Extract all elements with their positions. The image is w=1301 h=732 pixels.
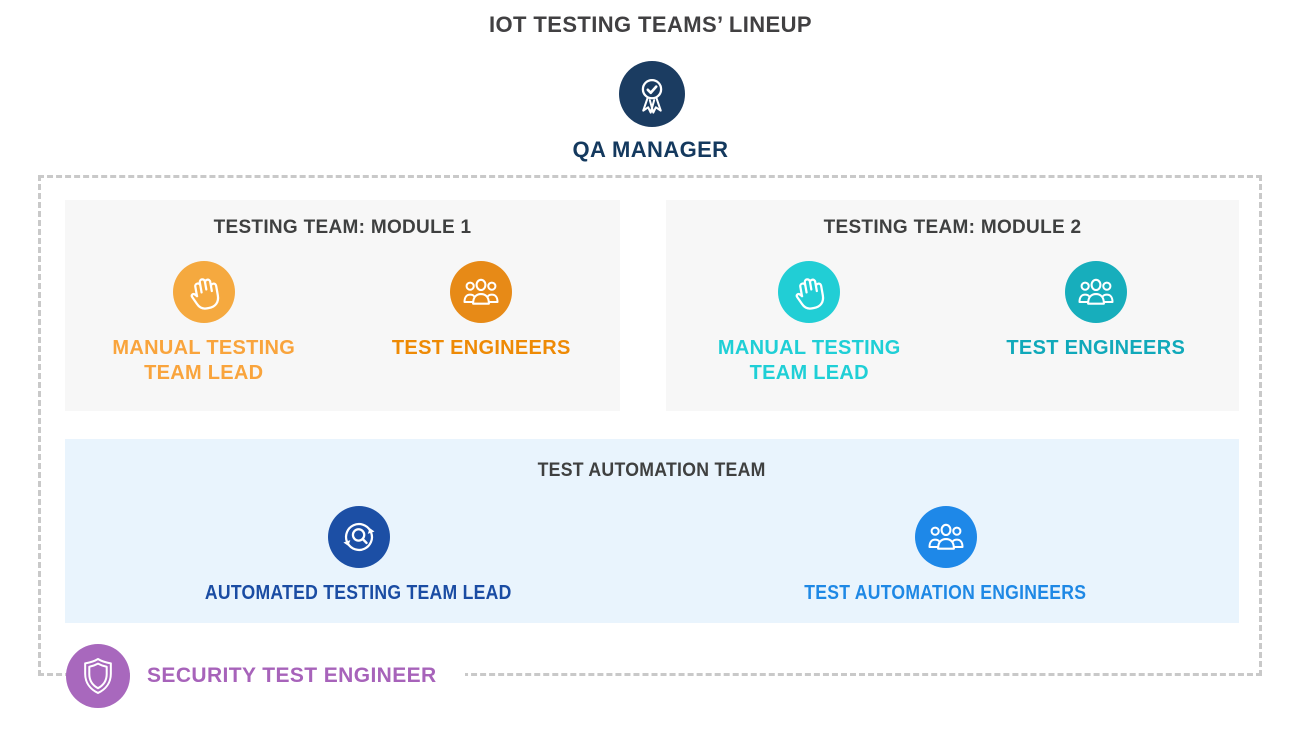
members-row: MANUAL TESTING TEAM LEAD TEST ENGINEERS [666,261,1239,386]
member-role-label: TEST ENGINEERS [1006,337,1186,359]
member-automated-testing-team-lead: AUTOMATED TESTING TEAM LEAD [65,506,652,606]
member-role-label: MANUAL TESTING TEAM LEAD [717,337,901,384]
people-icon [1064,261,1127,323]
test-automation-team-panel: TEST AUTOMATION TEAM AUTOMATED TESTING T… [65,439,1239,623]
member-test-automation-engineers: TEST AUTOMATION ENGINEERS [652,506,1239,606]
automation-refresh-search-icon [327,506,390,568]
security-test-engineer-label: SECURITY TEST ENGINEER [130,654,465,698]
people-icon [914,506,977,568]
people-icon [450,261,513,323]
member-test-engineers: TEST ENGINEERS [953,261,1240,386]
members-row: MANUAL TESTING TEAM LEAD TEST ENGINEERS [65,261,620,386]
qa-manager-icon-wrap [619,61,685,127]
member-test-engineers: TEST ENGINEERS [343,261,621,386]
hand-icon [778,261,841,323]
member-manual-testing-team-lead: MANUAL TESTING TEAM LEAD [65,261,343,386]
teams-container-border [38,175,1262,676]
testing-team-module-1-panel: TESTING TEAM: MODULE 1 MANUAL TESTING TE… [65,200,620,411]
medal-check-icon [619,61,685,127]
hand-icon [172,261,235,323]
testing-team-module-2-panel: TESTING TEAM: MODULE 2 MANUAL TESTING TE… [666,200,1239,411]
shield-icon [66,644,130,708]
team-title: TESTING TEAM: MODULE 1 [213,217,472,238]
member-role-label: TEST ENGINEERS [391,337,571,359]
member-role-label: TEST AUTOMATION ENGINEERS [804,582,1087,604]
member-manual-testing-team-lead: MANUAL TESTING TEAM LEAD [666,261,953,386]
member-role-label: MANUAL TESTING TEAM LEAD [112,337,296,384]
qa-manager-label: QA MANAGER [572,137,729,162]
member-role-label: AUTOMATED TESTING TEAM LEAD [205,582,512,604]
page-title: IOT TESTING TEAMS’ LINEUP [489,12,812,37]
security-test-engineer-node: SECURITY TEST ENGINEER [66,644,465,708]
members-row: AUTOMATED TESTING TEAM LEAD TEST AUTOMAT… [65,506,1239,606]
team-title: TESTING TEAM: MODULE 2 [823,217,1082,238]
team-title: TEST AUTOMATION TEAM [537,460,767,481]
